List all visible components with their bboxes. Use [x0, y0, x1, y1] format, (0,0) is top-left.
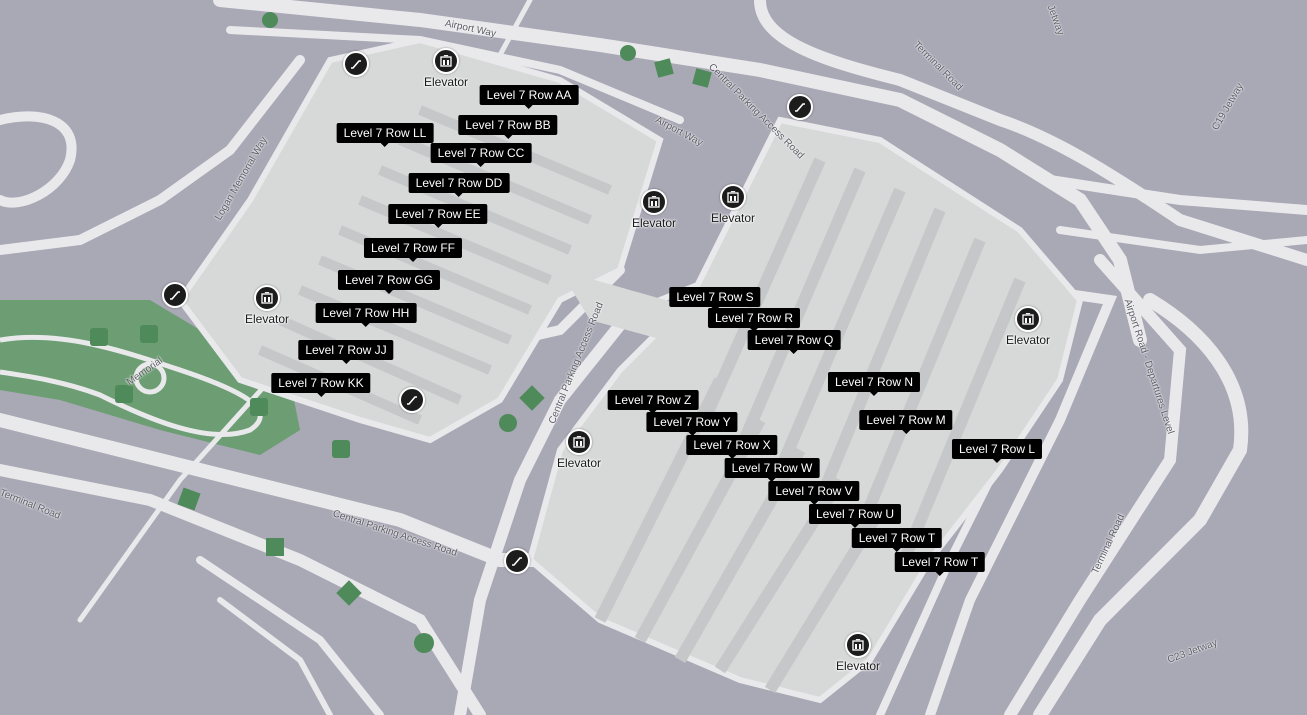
row-label-t-2[interactable]: Level 7 Row T	[894, 552, 986, 576]
elevator-poi[interactable]: Elevator	[836, 632, 880, 673]
road-east-2	[1056, 226, 1307, 255]
row-label-dd[interactable]: Level 7 Row DD	[408, 173, 510, 197]
elevator-label: Elevator	[631, 216, 677, 230]
road-east-3	[925, 285, 1118, 715]
road-west-loop	[0, 111, 77, 208]
elevator-poi[interactable]: Elevator	[1006, 306, 1050, 347]
row-label-t[interactable]: Level 7 Row T	[851, 528, 943, 552]
row-label-u[interactable]: Level 7 Row U	[808, 504, 902, 528]
row-label-aa[interactable]: Level 7 Row AA	[479, 85, 579, 109]
escalator-icon[interactable]	[162, 282, 188, 308]
row-label-ee[interactable]: Level 7 Row EE	[388, 204, 488, 228]
row-label-jj[interactable]: Level 7 Row JJ	[298, 340, 394, 364]
road-terminal-west	[0, 464, 486, 715]
elevator-label: Elevator	[244, 312, 290, 326]
road-west-2	[0, 55, 305, 255]
road-central-access-2	[454, 294, 646, 715]
escalator-icon[interactable]	[504, 548, 530, 574]
elevator-label: Elevator	[710, 211, 756, 225]
row-label-w[interactable]: Level 7 Row W	[724, 458, 820, 482]
elevator-icon	[845, 632, 871, 658]
garage-connector	[560, 270, 700, 350]
escalator-icon[interactable]	[787, 94, 813, 120]
row-label-v[interactable]: Level 7 Row V	[768, 481, 860, 505]
escalator-icon[interactable]	[343, 51, 369, 77]
elevator-label: Elevator	[835, 659, 881, 673]
elevator-poi[interactable]: Elevator	[245, 285, 289, 326]
row-label-l[interactable]: Level 7 Row L	[951, 439, 1043, 463]
elevator-poi[interactable]: Elevator	[424, 48, 468, 89]
row-label-ll[interactable]: Level 7 Row LL	[336, 123, 434, 147]
row-label-x[interactable]: Level 7 Row X	[686, 435, 778, 459]
elevator-label: Elevator	[1005, 333, 1051, 347]
road-east-1	[1045, 175, 1307, 215]
memorial-circle	[133, 361, 167, 395]
row-label-cc[interactable]: Level 7 Row CC	[430, 143, 532, 167]
elevator-label: Elevator	[423, 75, 469, 89]
row-label-ff[interactable]: Level 7 Row FF	[363, 238, 463, 262]
escalator-icon[interactable]	[399, 387, 425, 413]
road-airport-way-2	[226, 26, 684, 124]
row-label-q[interactable]: Level 7 Row Q	[747, 330, 841, 354]
row-label-bb[interactable]: Level 7 Row BB	[458, 115, 558, 139]
row-label-y[interactable]: Level 7 Row Y	[646, 412, 738, 436]
row-label-r[interactable]: Level 7 Row R	[707, 308, 801, 332]
elevator-poi[interactable]: Elevator	[711, 184, 755, 225]
elevator-icon	[1015, 306, 1041, 332]
road-terminal-east	[1033, 293, 1249, 715]
road-south-1	[196, 556, 384, 715]
elevator-icon	[566, 429, 592, 455]
row-label-hh[interactable]: Level 7 Row HH	[315, 303, 417, 327]
row-label-gg[interactable]: Level 7 Row GG	[337, 270, 441, 294]
elevator-poi[interactable]: Elevator	[557, 429, 601, 470]
row-label-kk[interactable]: Level 7 Row KK	[271, 373, 371, 397]
elevator-icon	[254, 285, 280, 311]
elevator-icon	[641, 189, 667, 215]
row-label-m[interactable]: Level 7 Row M	[859, 410, 953, 434]
park-path	[0, 334, 263, 437]
row-label-s[interactable]: Level 7 Row S	[669, 287, 761, 311]
road-departures	[1004, 254, 1187, 715]
elevator-icon	[720, 184, 746, 210]
elevator-label: Elevator	[556, 456, 602, 470]
road-south-2	[217, 597, 333, 715]
elevator-icon	[433, 48, 459, 74]
elevator-poi[interactable]: Elevator	[632, 189, 676, 230]
row-label-n[interactable]: Level 7 Row N	[827, 372, 921, 396]
row-label-z[interactable]: Level 7 Row Z	[607, 390, 699, 414]
